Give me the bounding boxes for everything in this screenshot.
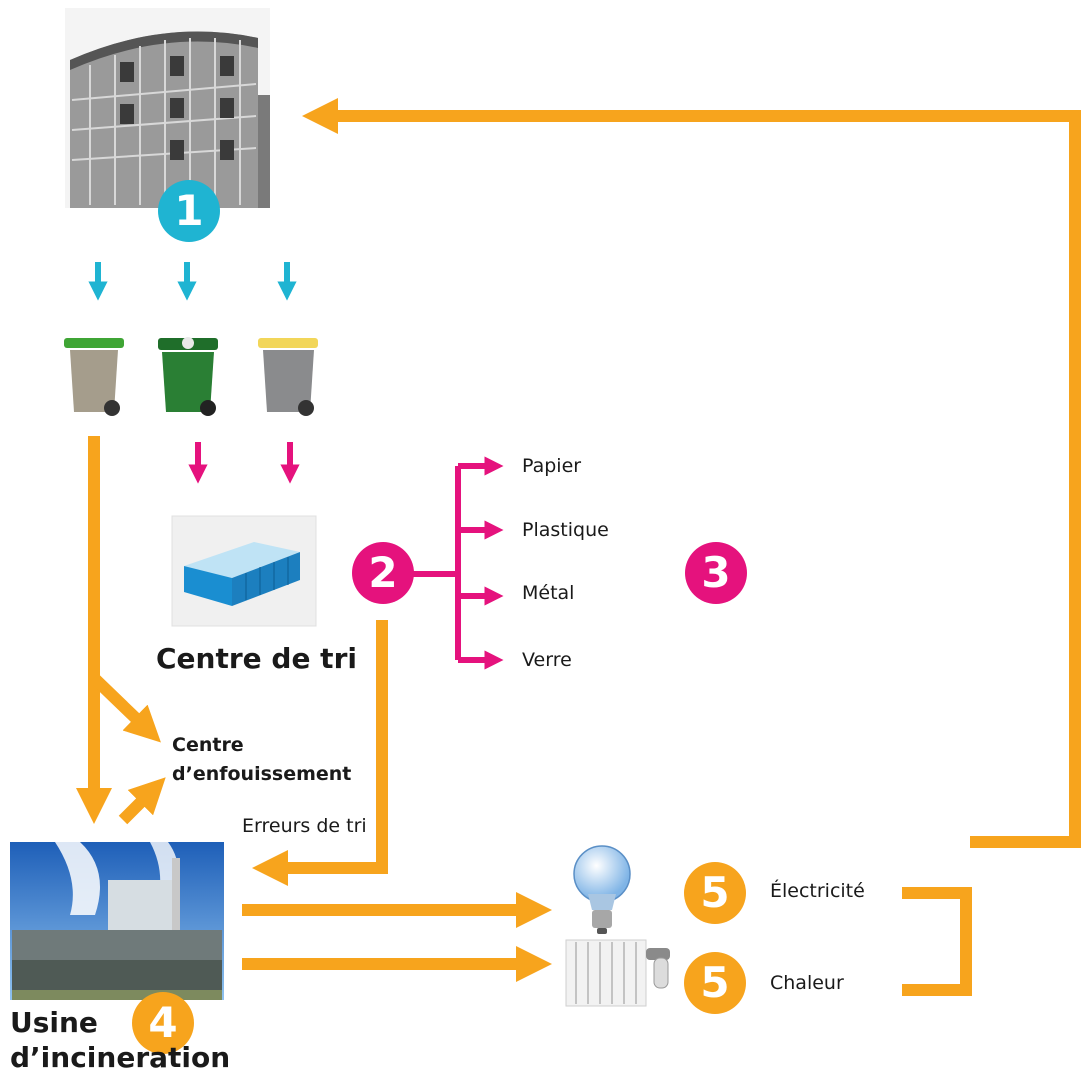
incineration-plant-photo [10, 842, 224, 1000]
step-5-electricity-badge: 5 [684, 862, 746, 924]
energy-bracket [902, 887, 972, 996]
apartment-building-photo [65, 8, 270, 209]
step-1-badge: 1 [158, 180, 220, 242]
glass-recycling-bin [158, 337, 218, 416]
material-metal-label: Métal [522, 582, 575, 604]
landfill-label-line2: d’enfouissement [172, 763, 352, 785]
material-plastic-label: Plastique [522, 519, 609, 541]
sorting-center-warehouse-photo [171, 515, 317, 627]
step-4-badge: 4 [132, 992, 194, 1054]
incineration-plant-label-line2: d’incineration [10, 1041, 231, 1074]
radiator-icon [565, 939, 670, 1007]
incineration-plant-label-line1: Usine [10, 1006, 98, 1039]
plant-to-landfill-arrow [118, 777, 166, 825]
bin-to-landfill-arrow [89, 673, 161, 743]
material-paper-label: Papier [522, 455, 582, 477]
materials-branch [412, 456, 504, 670]
sort-errors-arrow [252, 620, 388, 886]
sort-errors-label: Erreurs de tri [242, 815, 367, 837]
step-3-badge: 3 [685, 542, 747, 604]
step-2-badge: 2 [352, 542, 414, 604]
landfill-label-line1: Centre [172, 734, 244, 756]
household-arrows [88, 262, 297, 301]
light-bulb-icon [573, 845, 631, 934]
orange-flows [76, 98, 1081, 996]
electricity-label: Électricité [770, 880, 865, 902]
material-glass-label: Verre [522, 649, 572, 671]
packaging-bin [258, 338, 318, 416]
sorting-center-title: Centre de tri [156, 642, 357, 675]
household-waste-bin [64, 338, 124, 416]
recycling-arrows [188, 442, 300, 484]
heat-label: Chaleur [770, 972, 844, 994]
step-5-heat-badge: 5 [684, 952, 746, 1014]
return-flow-arrow [302, 98, 1081, 848]
